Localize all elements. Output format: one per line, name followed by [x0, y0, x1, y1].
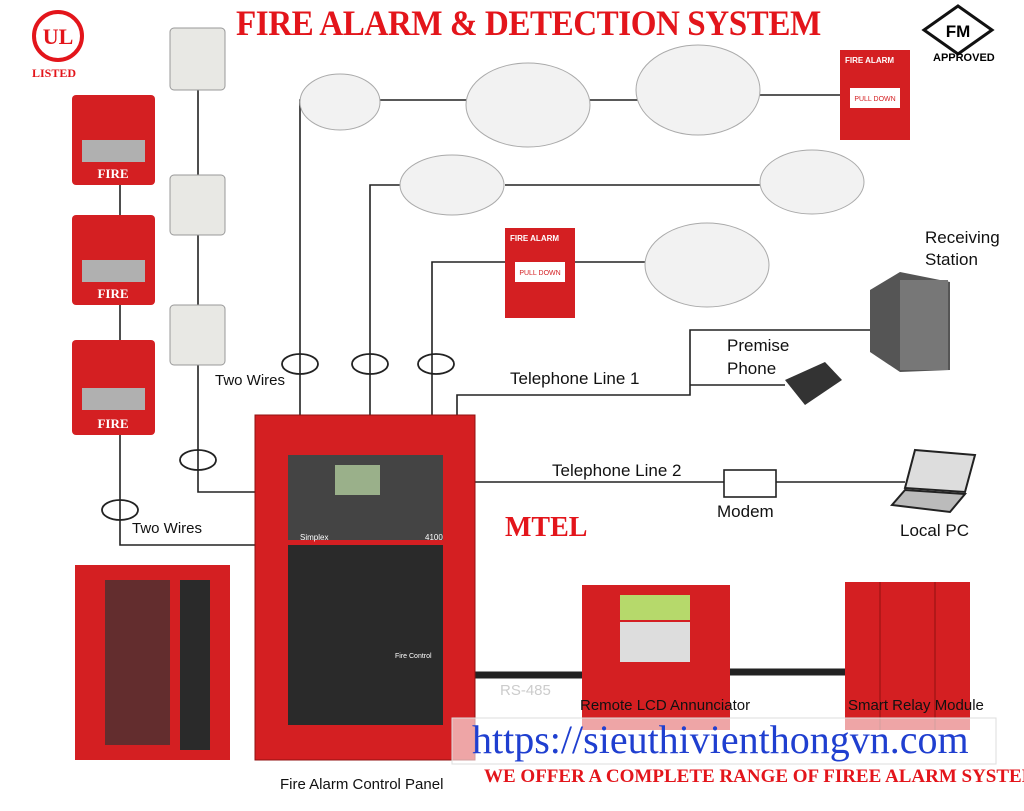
rs485-bus [475, 668, 848, 679]
svg-text:FIRE ALARM: FIRE ALARM [845, 56, 894, 65]
svg-text:FIRE: FIRE [97, 416, 128, 431]
speakers [169, 27, 226, 366]
receiving-station-icon [870, 272, 950, 372]
speaker-wire [197, 90, 258, 493]
two-wires-label: Two Wires [215, 372, 286, 389]
horn-strobes: FIRE FIRE FIRE [72, 95, 155, 435]
relay-module-label: Smart Relay Module [848, 697, 984, 714]
tagline: WE OFFER A COMPLETE RANGE OF FIREE ALARM… [484, 766, 1024, 787]
premise-label-1: Premise [727, 336, 790, 355]
modem-box [723, 469, 777, 498]
fm-logo [921, 4, 995, 56]
premise-label-2: Phone [727, 359, 777, 378]
watermark-box [451, 717, 997, 765]
receiving-label-1: Receiving [925, 228, 1000, 247]
wire-loop-1b [380, 94, 840, 101]
telephone-line-1 [456, 329, 870, 415]
fm-logo-text: FM [946, 22, 971, 41]
wire-pair-markers [101, 353, 455, 521]
wire-loop-3 [431, 261, 650, 415]
smart-relay-module [845, 582, 970, 730]
smoke-detectors [299, 44, 865, 308]
brand-label: MTEL [505, 512, 588, 543]
remote-lcd-label: Remote LCD Annunciator [580, 697, 751, 714]
voice-panel [75, 565, 230, 760]
ul-listed-text: LISTED [32, 66, 77, 80]
ul-logo-text: UL [43, 24, 74, 49]
local-pc-label: Local PC [900, 521, 969, 540]
svg-text:FIRE: FIRE [97, 286, 128, 301]
control-panel: Simplex 4100 Fire Control [254, 414, 476, 761]
rs485-label: RS-485 [500, 682, 551, 699]
strobe-wire [119, 185, 258, 546]
wiring [119, 90, 905, 546]
two-wires-label: Two Wires [132, 520, 203, 537]
watermark-url[interactable]: https://sieuthivienthongvn.com [472, 717, 969, 762]
svg-text:FIRE: FIRE [97, 166, 128, 181]
svg-text:PULL DOWN: PULL DOWN [519, 270, 560, 277]
svg-text:4100: 4100 [425, 533, 443, 542]
ul-logo [32, 10, 84, 62]
remote-lcd-annunciator [582, 585, 730, 730]
phone-icon [785, 362, 842, 405]
laptop-icon [890, 448, 977, 514]
wire-loop-2 [369, 184, 405, 415]
modem-label: Modem [717, 502, 774, 521]
fm-approved-text: APPROVED [933, 52, 995, 64]
svg-text:FIRE ALARM: FIRE ALARM [510, 234, 559, 243]
control-panel-label: Fire Alarm Control Panel [280, 776, 444, 793]
pull-stations: FIRE ALARM FIRE ALARM PULL DOWN PULL DOWN [505, 50, 910, 318]
svg-text:Simplex: Simplex [300, 533, 328, 542]
telephone-line-2-label: Telephone Line 2 [552, 461, 682, 480]
page-title: FIRE ALARM & DETECTION SYSTEM [236, 3, 821, 43]
svg-text:Fire Control: Fire Control [395, 653, 432, 660]
svg-text:PULL DOWN: PULL DOWN [854, 96, 895, 103]
telephone-line-1-label: Telephone Line 1 [510, 369, 640, 388]
receiving-label-2: Station [925, 250, 978, 269]
